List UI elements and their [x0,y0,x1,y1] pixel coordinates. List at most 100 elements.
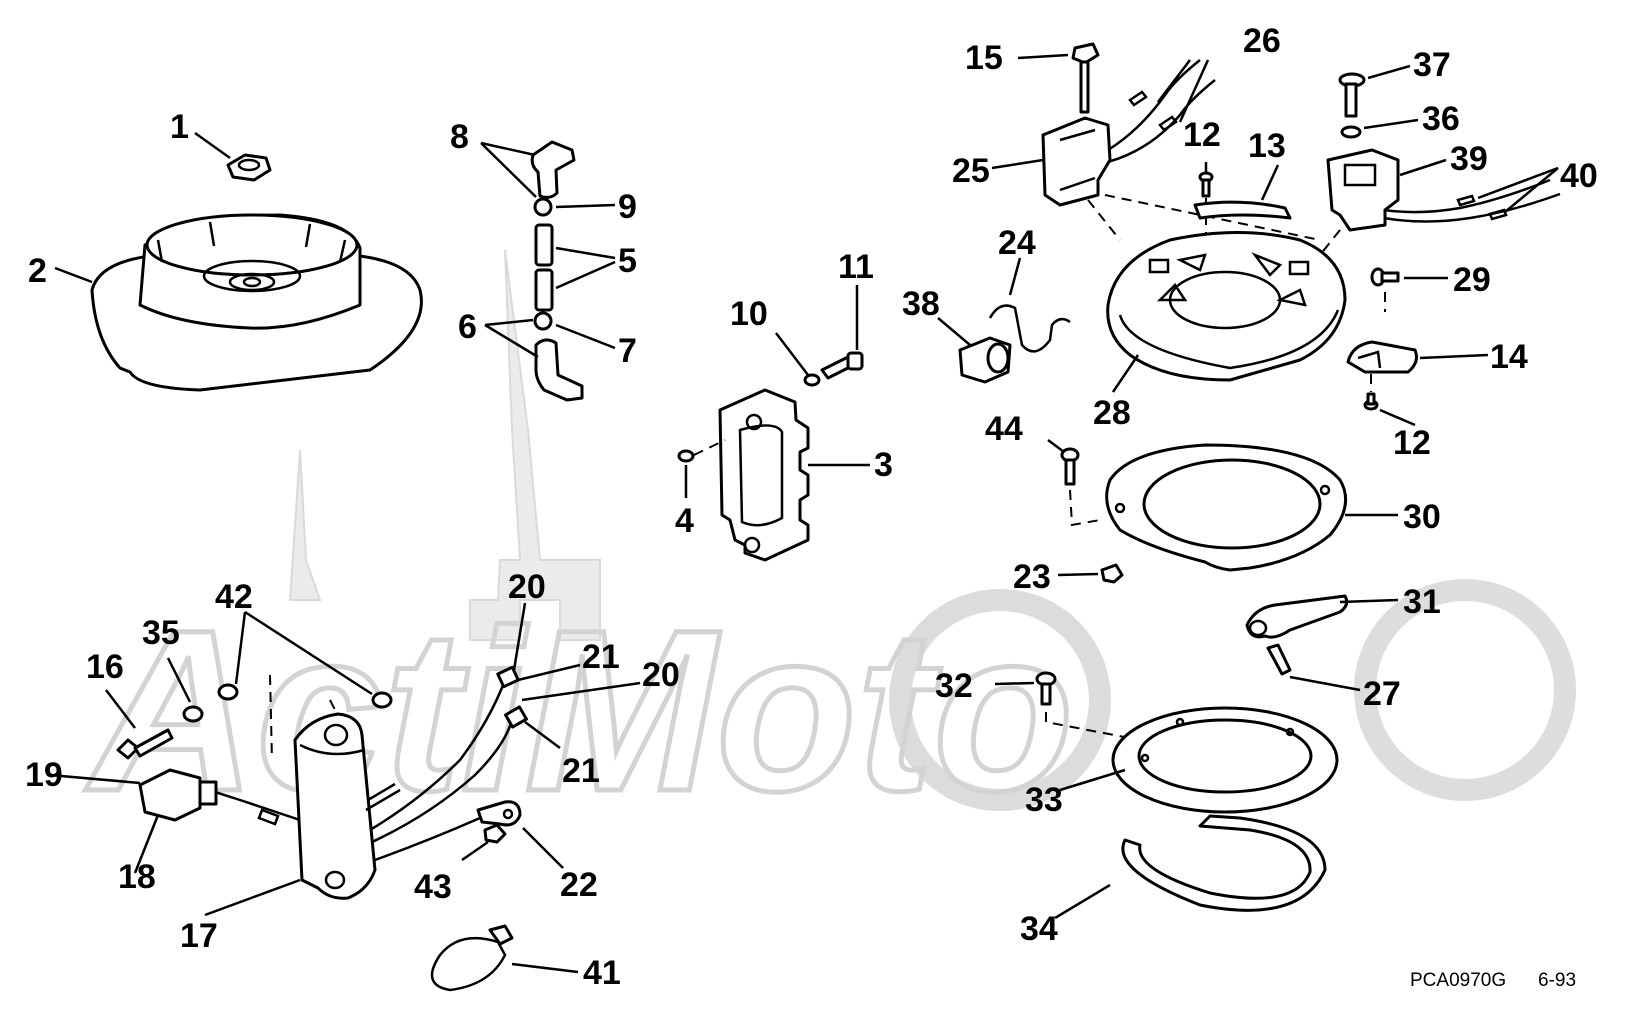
callout-7: 7 [618,332,637,370]
part-cover-14 [1346,340,1418,374]
part-washer-42-right [371,691,393,709]
part-ring-terminal-22 [476,800,522,827]
part-plug-38 [958,336,1012,384]
part-screw-11 [820,351,864,380]
callout-16: 16 [86,648,124,686]
part-screw-32 [1035,671,1057,706]
callout-24: 24 [998,224,1036,262]
part-washer-42-left [217,683,239,701]
callout-26: 26 [1243,22,1281,60]
part-spring-upper [534,223,554,267]
callout-17: 17 [180,917,218,955]
callout-1: 1 [170,108,189,146]
watermark-text: ActiMoto [85,582,1074,839]
callout-41: 41 [583,954,621,992]
part-bracket-13 [1193,200,1292,220]
callout-labels: 1 2 3 4 5 6 7 8 9 10 11 12 12 13 14 15 1… [25,22,1598,992]
part-terminal-21-lower [504,705,528,729]
callout-22: 22 [560,866,598,904]
part-terminal-upper [533,197,553,217]
callout-28: 28 [1093,394,1131,432]
watermark-tower [288,449,322,601]
callout-34: 34 [1020,910,1058,948]
part-screw-27 [1266,643,1292,676]
callout-37: 37 [1413,46,1451,84]
part-rectifier [718,388,810,562]
part-screw-12-upper [1198,171,1214,198]
part-spring-lower [534,268,554,312]
part-screw-12-lower [1363,392,1379,411]
callout-27: 27 [1363,675,1401,713]
part-screw-29 [1370,267,1400,287]
callout-18: 18 [118,858,156,896]
callout-31: 31 [1403,583,1441,621]
part-nut-43 [483,823,507,844]
part-washer-4 [677,449,695,463]
callout-19: 19 [25,756,63,794]
part-bolt-16 [116,728,174,760]
callout-44: 44 [985,410,1023,448]
callout-5: 5 [618,242,637,280]
drawing-code: PCA0970G [1410,970,1506,991]
part-spark-plug-boot-upper [530,140,576,199]
revision-date: 6-93 [1538,970,1576,991]
part-spark-plug-boot-lower [534,338,584,402]
callout-30: 30 [1403,498,1441,536]
part-power-pack-17 [293,712,377,900]
callout-39: 39 [1450,140,1488,178]
part-screw-15 [1071,42,1100,114]
callout-15: 15 [965,39,1003,77]
callout-42: 42 [215,578,253,616]
part-screw-37 [1338,72,1366,118]
callout-13: 13 [1248,127,1286,165]
callout-11: 11 [838,248,874,286]
part-flywheel [90,213,423,392]
part-stator-plate [1106,231,1347,382]
part-sensor-25 [1041,116,1112,207]
watermark-wheel [1354,579,1576,801]
part-terminal-lower [533,311,553,331]
part-support-ring-33 [1111,706,1339,814]
part-washer-35 [182,705,204,723]
part-nut-23 [1100,563,1124,584]
callout-12-upper: 12 [1183,116,1221,154]
part-retainer-30 [1105,443,1348,572]
part-washer-10 [803,373,821,387]
callout-8: 8 [450,118,469,156]
callout-10: 10 [730,295,768,333]
watermark: ActiMoto [83,249,1576,842]
part-tie-strap-41 [430,924,514,992]
callout-2: 2 [28,252,47,290]
callout-36: 36 [1422,100,1460,138]
part-snap-ring-34 [1121,814,1327,912]
callout-43: 43 [414,868,452,906]
callout-25: 25 [952,152,990,190]
callout-4: 4 [675,502,694,540]
callout-12-lower: 12 [1393,424,1431,462]
callout-20-upper: 20 [508,568,546,606]
part-clip-24 [988,304,1071,353]
part-lever-31 [1245,594,1349,639]
watermark-spire [469,249,601,641]
part-screw-44 [1060,447,1080,486]
callout-21-lower: 21 [562,752,600,790]
callout-20-lower: 20 [642,656,680,694]
callout-38: 38 [902,285,940,323]
callout-35: 35 [142,614,180,652]
callout-23: 23 [1013,558,1051,596]
callout-14: 14 [1490,338,1528,376]
callout-40: 40 [1560,157,1598,195]
callout-3: 3 [874,446,893,484]
callout-33: 33 [1025,781,1063,819]
callout-9: 9 [618,188,637,226]
part-terminal-21-upper [496,665,520,689]
callout-32: 32 [935,667,973,705]
callout-29: 29 [1453,261,1491,299]
part-washer-36 [1340,125,1362,139]
part-connector-18 [138,768,218,822]
watermark-wheel-front [889,589,1111,811]
callout-6: 6 [458,308,477,346]
callout-21-upper: 21 [582,638,620,676]
